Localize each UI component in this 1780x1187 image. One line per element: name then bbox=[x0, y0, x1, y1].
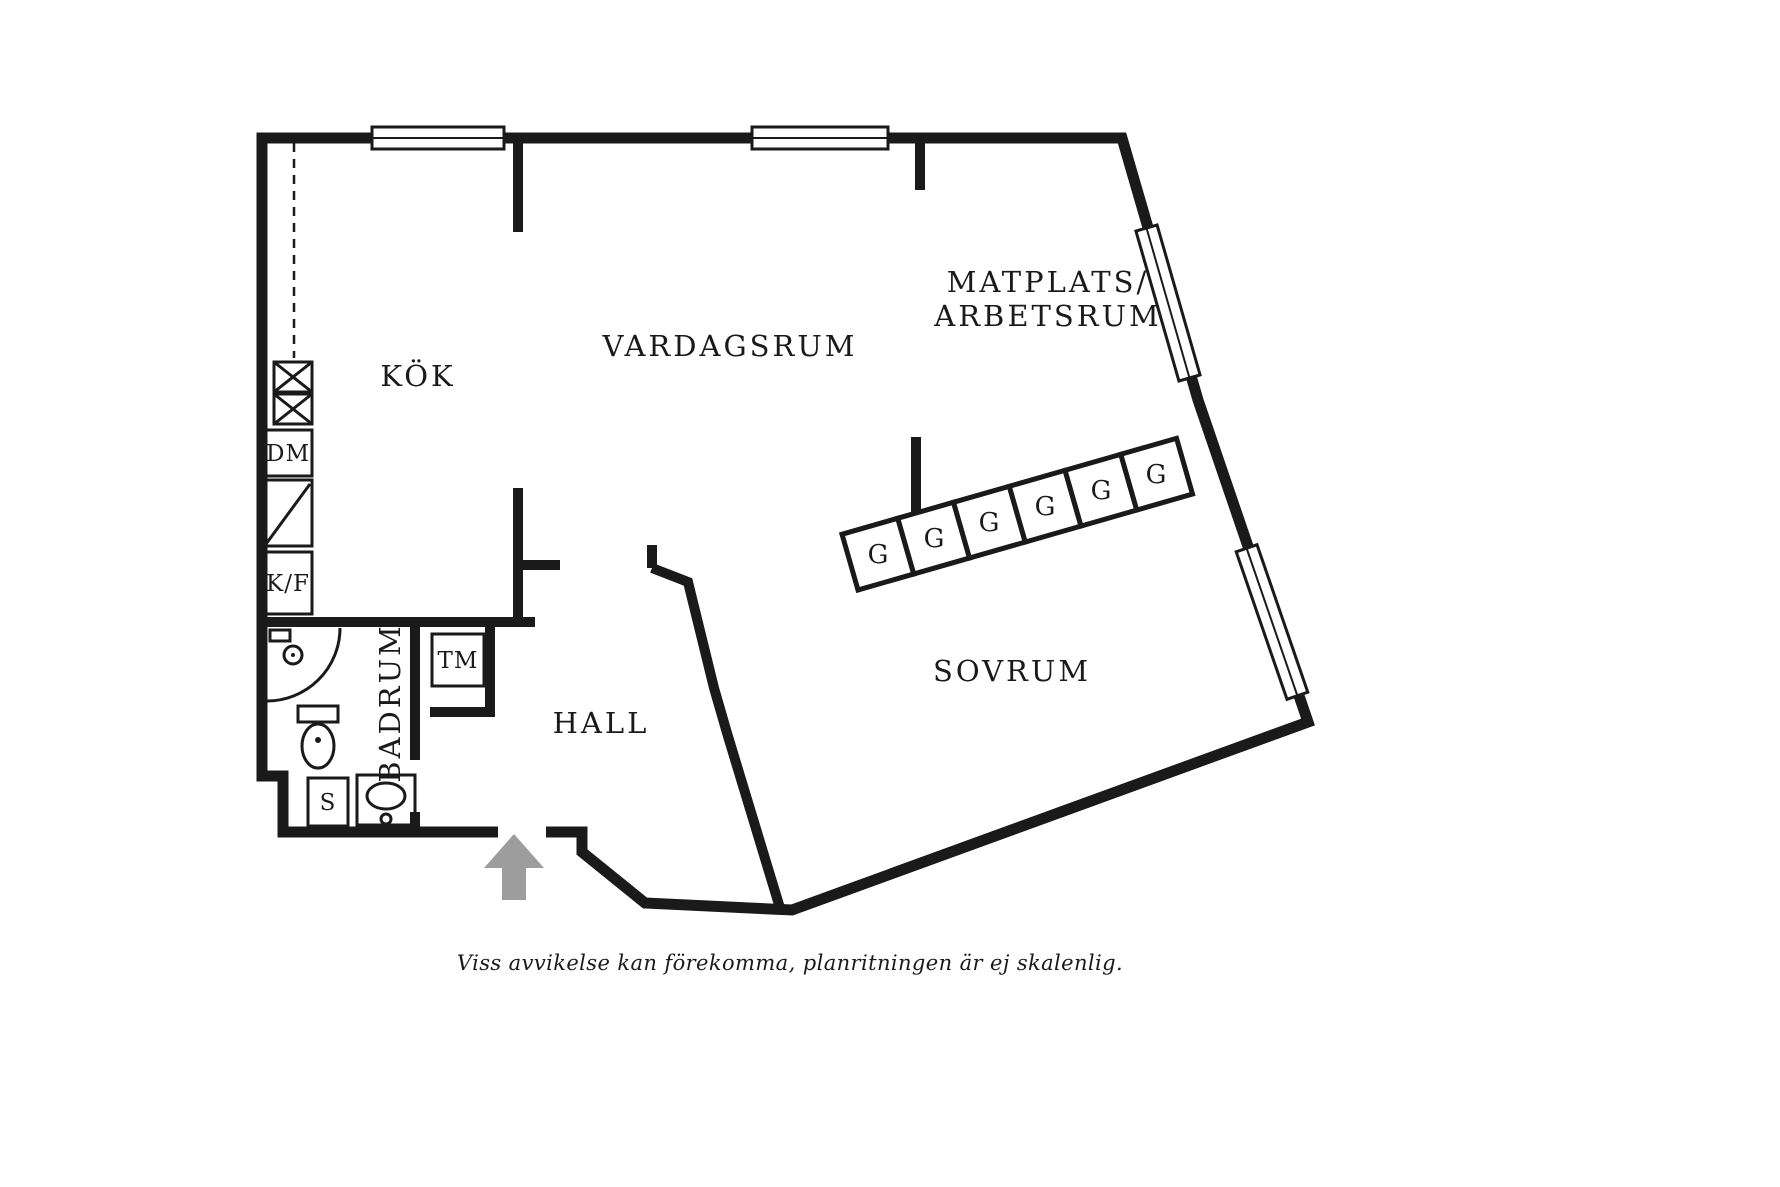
label-dishwasher: DM bbox=[266, 441, 310, 467]
bathroom-fixtures bbox=[266, 627, 417, 828]
fixture-labels: DM K/F TM S G G G G G G bbox=[266, 441, 1166, 816]
window-right-upper bbox=[1134, 223, 1202, 383]
window-top-right bbox=[750, 125, 890, 151]
entry-arrow-icon bbox=[484, 834, 544, 900]
label-fridge-freezer: K/F bbox=[266, 571, 310, 597]
walls bbox=[256, 132, 1315, 916]
oven-box bbox=[262, 478, 314, 548]
room-label-kok: KÖK bbox=[380, 358, 455, 393]
room-label-matplats-line2: ARBETSRUM bbox=[933, 299, 1161, 333]
sink-icon bbox=[355, 773, 417, 827]
shower-fixture-icon bbox=[268, 628, 292, 643]
room-labels: KÖK VARDAGSRUM MATPLATS/ ARBETSRUM SOVRU… bbox=[373, 265, 1161, 783]
room-label-vardagsrum: VARDAGSRUM bbox=[602, 329, 858, 363]
toilet-icon bbox=[296, 704, 340, 770]
washing-machine-box bbox=[430, 632, 486, 688]
dishwasher-box bbox=[262, 428, 314, 478]
shower-drain-icon bbox=[282, 644, 304, 666]
laundry-fixtures bbox=[430, 632, 486, 688]
outer-wall bbox=[256, 132, 1315, 916]
label-wardrobe-g: G bbox=[1146, 460, 1167, 490]
shaft-box bbox=[306, 776, 350, 828]
windows bbox=[370, 125, 1310, 702]
kitchen-fixtures bbox=[262, 143, 314, 616]
shower-icon bbox=[266, 627, 342, 703]
room-label-sovrum: SOVRUM bbox=[933, 654, 1091, 688]
label-wardrobe-g: G bbox=[868, 540, 889, 570]
label-washing-machine: TM bbox=[438, 648, 479, 674]
label-wardrobe-g: G bbox=[1035, 492, 1056, 522]
label-wardrobe-g: G bbox=[924, 524, 945, 554]
label-wardrobe-g: G bbox=[1091, 476, 1112, 506]
room-label-matplats-line1: MATPLATS/ bbox=[947, 265, 1150, 299]
room-label-badrum: BADRUM bbox=[373, 623, 407, 782]
window-top-left bbox=[370, 125, 506, 151]
window-right-lower bbox=[1234, 542, 1310, 702]
wardrobe-row bbox=[838, 435, 1196, 594]
disclaimer-caption: Viss avvikelse kan förekomma, planritnin… bbox=[457, 951, 1123, 975]
fridge-freezer-box bbox=[262, 550, 314, 616]
interior-walls bbox=[262, 138, 925, 910]
label-wardrobe-g: G bbox=[979, 508, 1000, 538]
stove-icon bbox=[272, 360, 314, 426]
wardrobe-box bbox=[1117, 435, 1196, 514]
label-shaft: S bbox=[320, 790, 337, 816]
room-label-hall: HALL bbox=[553, 706, 650, 740]
